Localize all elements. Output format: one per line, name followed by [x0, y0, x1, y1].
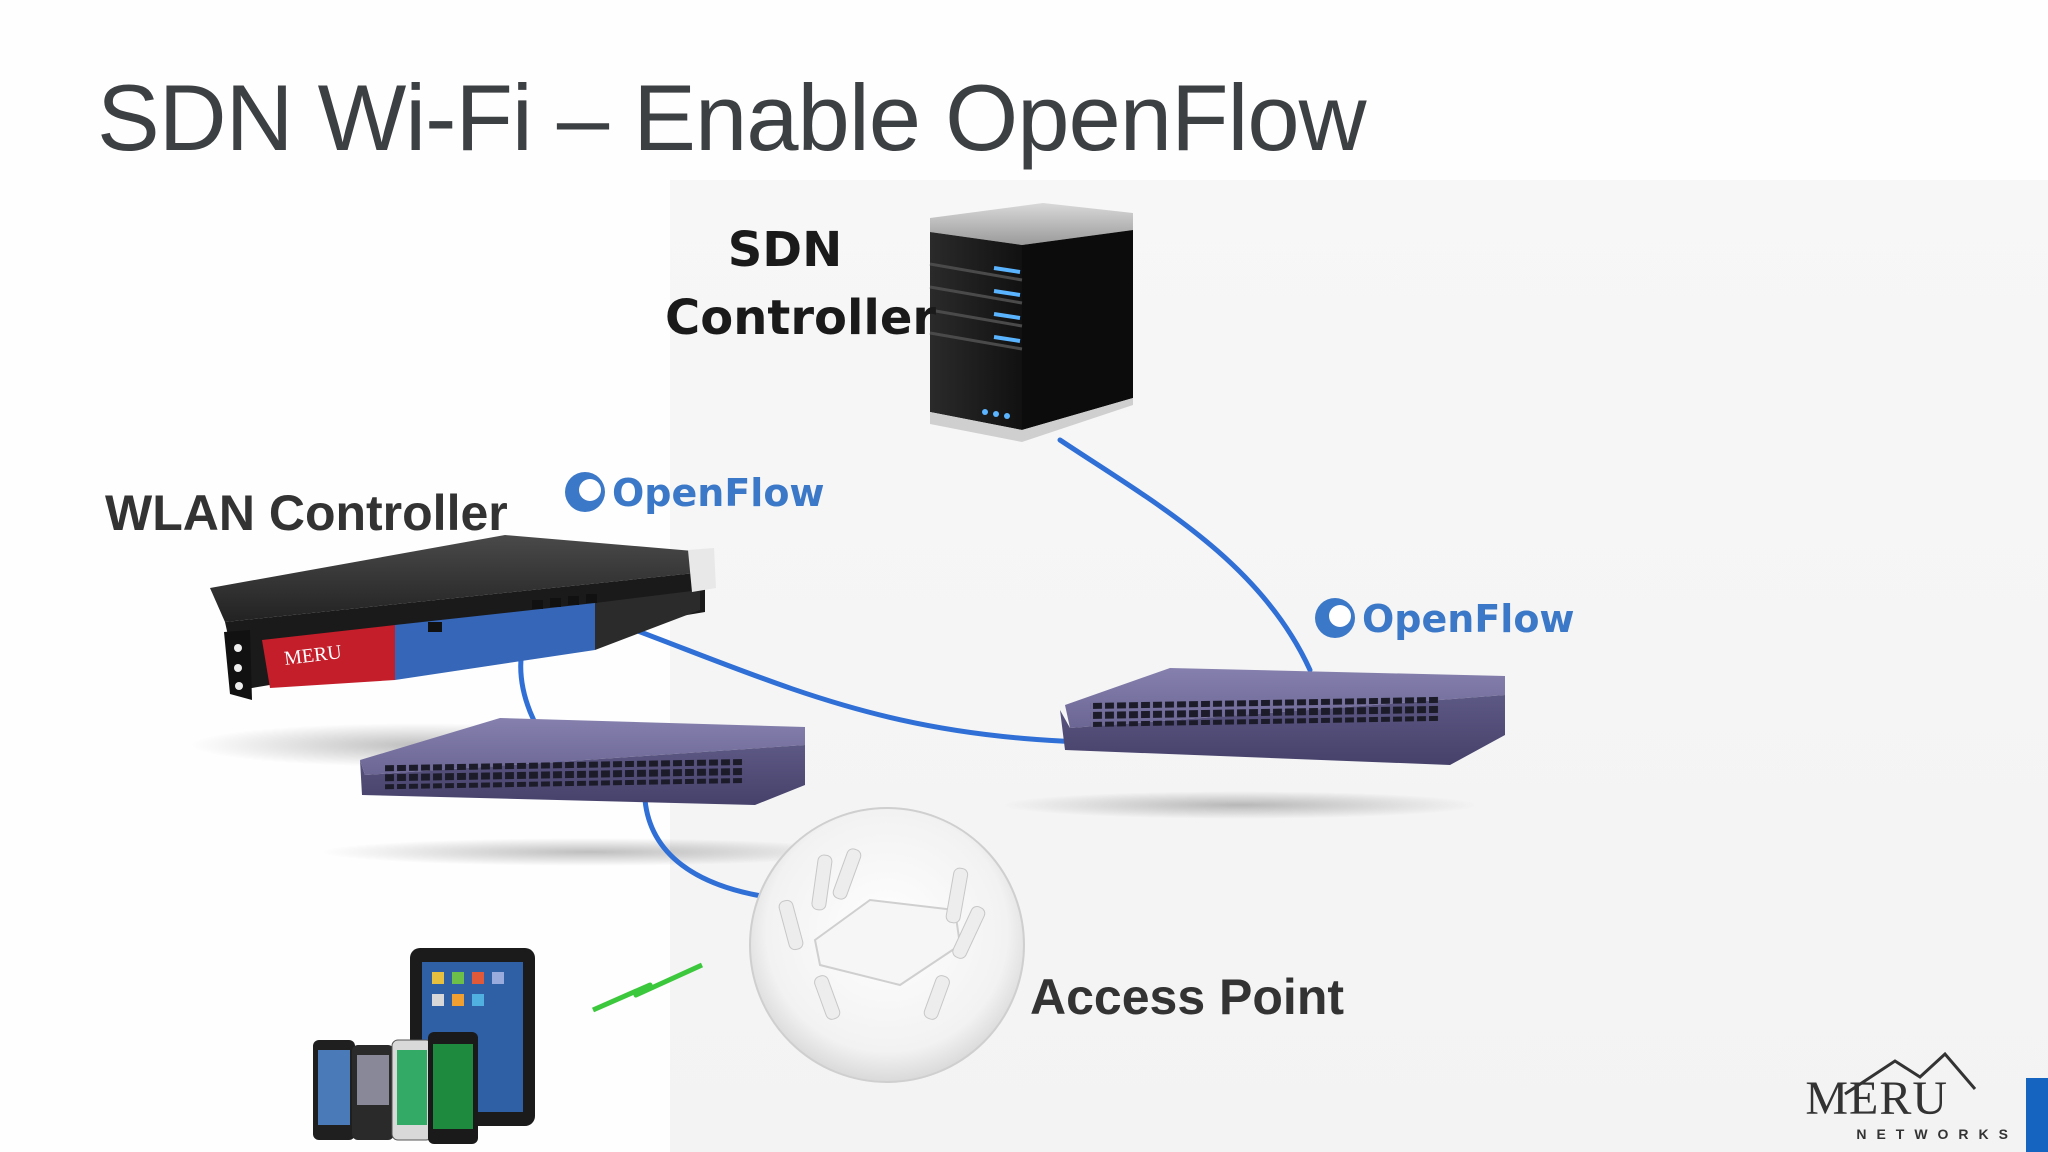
slide-title: SDN Wi-Fi – Enable OpenFlow [97, 65, 1367, 170]
cable-left-switch-to-ap [642, 797, 793, 903]
switch-right-shadow [1000, 791, 1480, 819]
wlan-controller-device-icon: MERU [210, 535, 716, 700]
switch-left-shadow [320, 838, 860, 866]
meru-logo: MERU NETWORKS [1805, 1049, 2018, 1142]
sdn-controller-label-line2: Controller [665, 290, 937, 346]
switch-left-icon [360, 718, 805, 805]
brand-accent-bar [2026, 1078, 2048, 1152]
cable-server-to-switch [1057, 437, 1313, 673]
wlan-controller-label: WLAN Controller [105, 485, 508, 541]
access-point-label: Access Point [1030, 969, 1345, 1025]
openflow-logo-2: OpenFlow [1315, 597, 1575, 641]
mountain-icon [1844, 1051, 1977, 1096]
client-devices-icon [313, 948, 535, 1144]
brand-sub: NETWORKS [1856, 1126, 2018, 1142]
brand-name: MERU [1805, 1072, 1948, 1125]
openflow-logo-1: OpenFlow [565, 471, 825, 515]
access-point-icon [749, 807, 1025, 1083]
sdn-controller-label-line1: SDN [727, 222, 843, 278]
openflow-label-1: OpenFlow [612, 471, 825, 515]
wireless-signal-icon [591, 962, 704, 1013]
sdn-controller-label: SDN Controller [665, 216, 937, 352]
server-icon [929, 203, 1133, 442]
openflow-label-2: OpenFlow [1362, 597, 1575, 641]
switch-right-icon [1060, 668, 1505, 765]
